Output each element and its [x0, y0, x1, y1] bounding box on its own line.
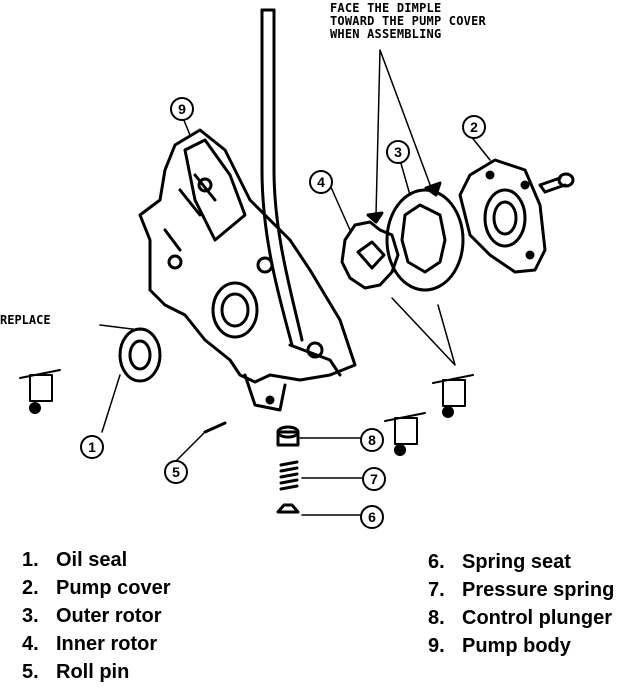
legend-number: 2.: [22, 577, 39, 599]
legend-number: 4.: [22, 633, 39, 655]
oil-seal: [118, 327, 162, 383]
outer-rotor: [385, 188, 465, 292]
callout-7: 7: [362, 467, 386, 491]
hand-tool-icon-center: [384, 412, 426, 456]
legend-item: 4. Inner rotor: [22, 630, 170, 658]
legend-number: 3.: [22, 605, 39, 627]
legend-label: Outer rotor: [56, 605, 162, 627]
control-plunger: [276, 430, 300, 447]
legend-number: 6.: [428, 551, 445, 573]
legend-item: 6. Spring seat: [428, 548, 614, 576]
legend-label: Control plunger: [462, 607, 612, 629]
callout-8: 8: [360, 428, 384, 452]
legend-label: Pressure spring: [462, 579, 615, 601]
assembly-note: FACE THE DIMPLE TOWARD THE PUMP COVER WH…: [330, 2, 486, 41]
callout-9: 9: [170, 97, 194, 121]
note-line-1: FACE THE DIMPLE: [330, 1, 442, 15]
legend-number: 7.: [428, 579, 445, 601]
legend-label: Pump cover: [56, 577, 171, 599]
legend-right: 6. Spring seat 7. Pressure spring 8. Contro…: [428, 548, 614, 660]
callout-6: 6: [360, 505, 384, 529]
hand-tool-icon-left: [19, 369, 61, 414]
legend-item: 5. Roll pin: [22, 658, 170, 686]
legend-item: 8. Control plunger: [428, 604, 614, 632]
pump-cover: [458, 158, 547, 274]
replace-label: REPLACE: [0, 313, 51, 327]
legend-label: Roll pin: [56, 661, 130, 683]
legend-item: 7. Pressure spring: [428, 576, 614, 604]
legend-number: 9.: [428, 635, 445, 657]
legend-number: 1.: [22, 549, 39, 571]
callout-3: 3: [386, 140, 410, 164]
inner-rotor: [340, 220, 400, 290]
roll-pin: [203, 421, 227, 434]
callout-4: 4: [309, 170, 333, 194]
legend-label: Inner rotor: [56, 633, 158, 655]
callout-1: 1: [80, 435, 104, 459]
legend-item: 3. Outer rotor: [22, 602, 170, 630]
dipstick-tube: [260, 8, 294, 347]
legend-left: 1. Oil seal 2. Pump cover 3. Outer rotor 4.…: [22, 546, 170, 686]
callout-2: 2: [462, 115, 486, 139]
note-line-3: WHEN ASSEMBLING: [330, 27, 442, 41]
legend-label: Spring seat: [462, 551, 571, 573]
note-line-2: TOWARD THE PUMP COVER: [330, 14, 486, 28]
legend-number: 5.: [22, 661, 39, 683]
legend-number: 8.: [428, 607, 445, 629]
legend-item: 2. Pump cover: [22, 574, 170, 602]
legend-label: Pump body: [462, 635, 571, 657]
legend-item: 1. Oil seal: [22, 546, 170, 574]
legend-item: 9. Pump body: [428, 632, 614, 660]
pressure-spring: [279, 460, 299, 491]
callout-5: 5: [164, 460, 188, 484]
spring-seat: [276, 503, 300, 514]
hand-tool-icon-right: [432, 374, 474, 418]
legend-label: Oil seal: [56, 549, 128, 571]
